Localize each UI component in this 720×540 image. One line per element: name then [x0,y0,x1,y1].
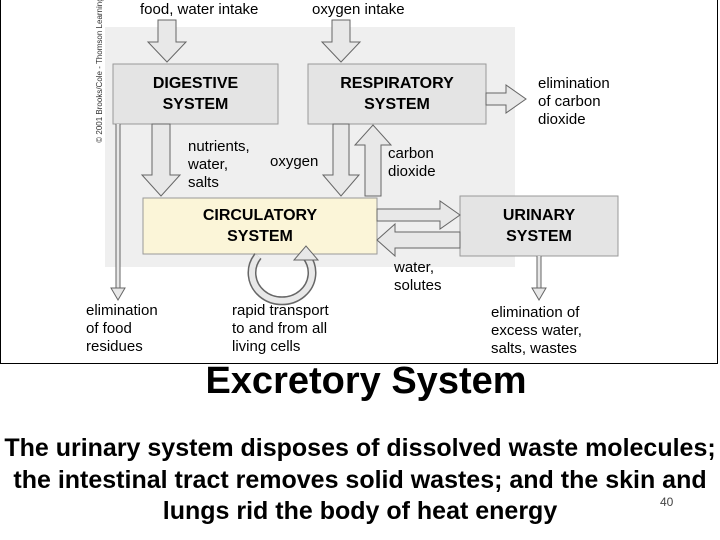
digestive-system-label: DIGESTIVE SYSTEM [152,75,239,113]
digestive-box [112,63,279,125]
nutrients-label: nutrients, water, salts [188,138,250,191]
co2-elimination-arrow [485,84,527,114]
from-urinary-arrow [376,222,461,258]
oxygen-intake-label: oxygen intake [312,1,405,18]
copyright-text: © 2001 Brooks/Cole - Thomson Learning [95,0,104,143]
urinary-elimination-arrowhead [531,287,547,301]
nutrients-arrow [140,123,182,197]
circulatory-box [142,197,378,255]
urinary-system-label: URINARY SYSTEM [502,207,576,245]
oxygen-flow-label: oxygen [270,153,319,170]
slide-body-text: The urinary system disposes of dissolved… [4,434,716,525]
food-residue-arrowhead [110,287,126,301]
co2-flow-arrow [353,124,393,197]
diagram-frame [0,0,718,364]
respiratory-box [307,63,487,125]
slide-title: Excretory System [205,360,527,402]
urinary-box [459,195,619,257]
page-number: 40 [660,495,674,509]
to-urinary-arrow [376,200,461,230]
elimination-co2-label: elimination of carbon dioxide [538,75,610,128]
oxygen-intake-arrow [320,19,362,63]
water-solutes-label: water, solutes [394,259,442,294]
rapid-transport-label: rapid transport to and from all living c… [232,302,329,355]
respiratory-system-label: RESPIRATORY SYSTEM [340,75,454,113]
food-water-intake-label: food, water intake [140,1,259,18]
excretory-diagram [105,19,619,306]
carbon-dioxide-label: carbon dioxide [388,145,436,180]
food-intake-arrow [146,19,188,63]
oxygen-flow-arrow [321,123,361,197]
circulatory-system-label: CIRCULATORY SYSTEM [202,207,318,245]
elimination-excess-label: elimination of excess water, salts, wast… [491,304,582,357]
elimination-food-label: elimination of food residues [86,302,158,355]
rapid-transport-arrowhead [292,245,320,261]
